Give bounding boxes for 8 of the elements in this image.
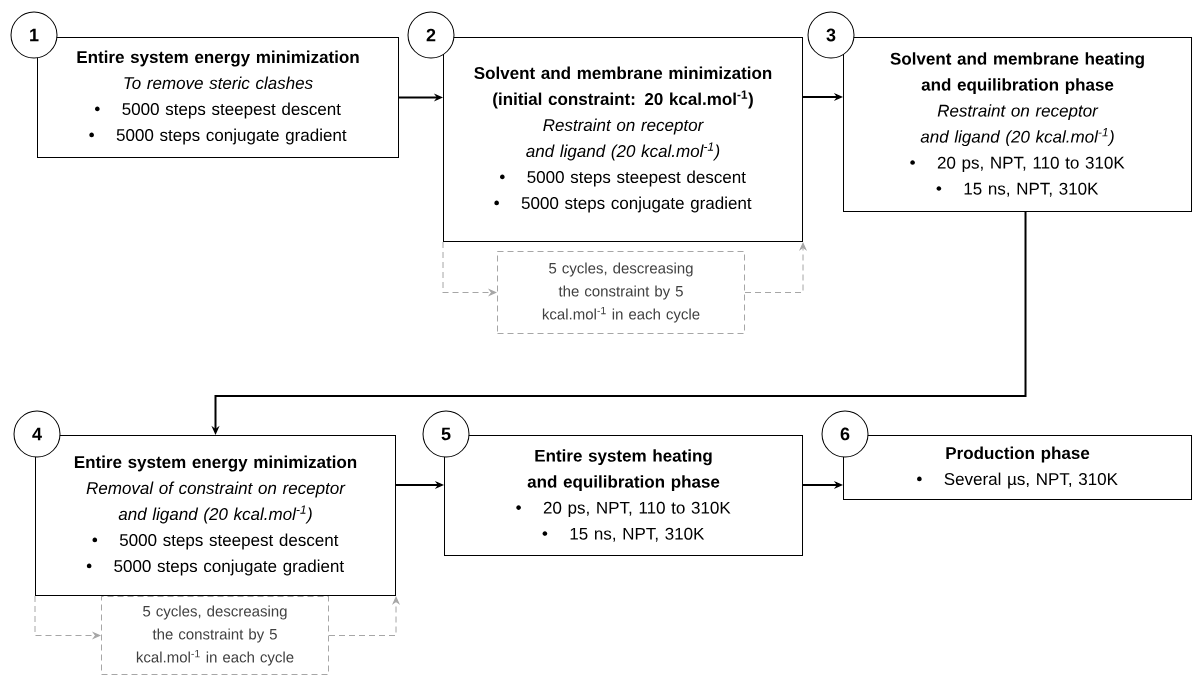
note-box: 5 cycles, descreasing the constraint by 5 kcal.mol$^{-1}$ in each cycle — [497, 251, 745, 334]
dashed-arrow — [744, 242, 807, 293]
note-box: 5 cycles, descreasing the constraint by 5 kcal.mol$^{-1}$ in each cycle — [101, 596, 329, 675]
dashed-arrow — [34, 595, 101, 639]
process-box: Solvent and membrane minimization (initial constraint: 20 kcal.mol$^{-1}$) Restraint on receptor and ligand (20 kcal.mol$^{-1}$) 5000 steps steepest descent 5000 steps conjugate gradient — [443, 37, 803, 242]
process-box: Solvent and membrane heating and equilibration phase Restraint on receptor and ligand (20 kcal.mol$^{-1}$) 20 ps, NPT, 110 to 310K 15 ns, NPT, 310K — [843, 37, 1192, 212]
dashed-arrow — [328, 596, 400, 636]
dashed-arrow — [442, 241, 497, 296]
